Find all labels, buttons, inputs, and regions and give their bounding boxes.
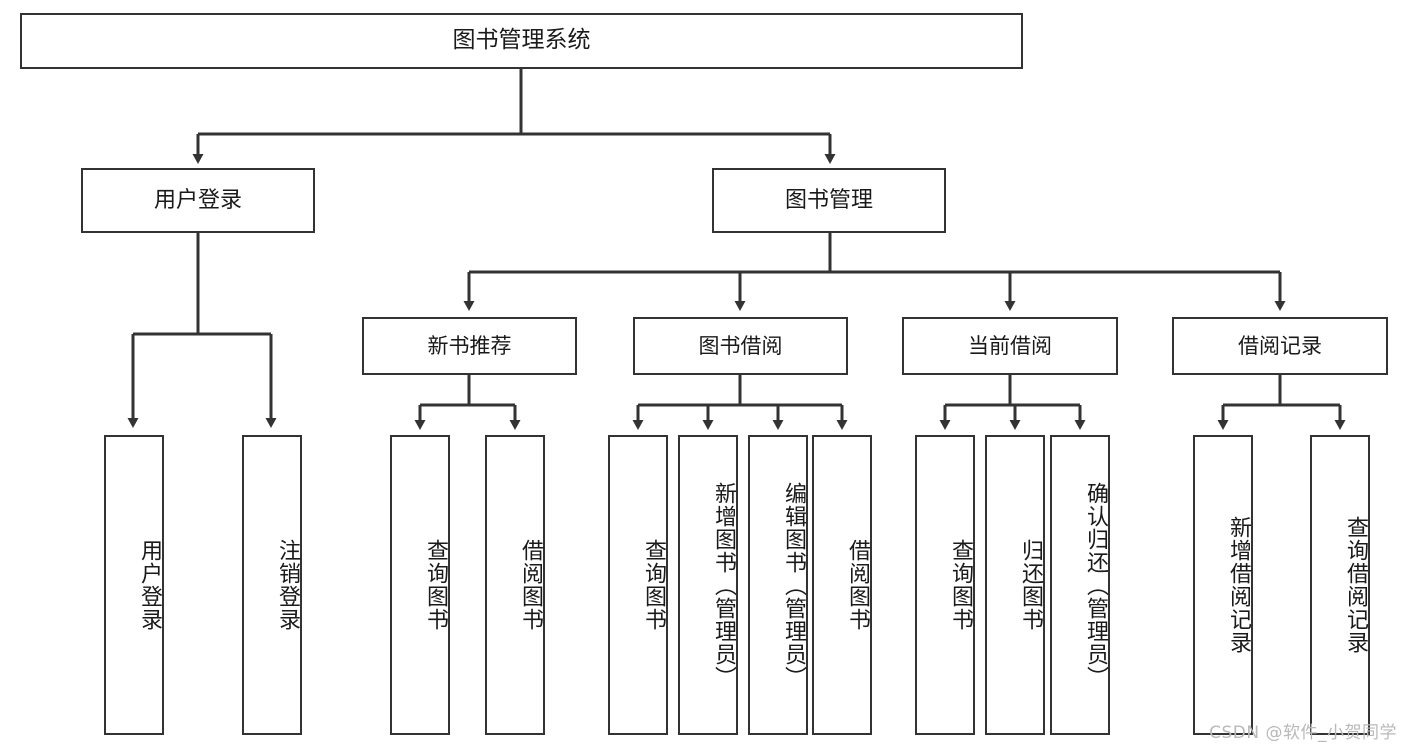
node-current-borrow[interactable]: 当前借阅 <box>902 317 1118 375</box>
leaf-query-book-2[interactable]: 查询图书 <box>608 435 668 735</box>
leaf-logout-label: 注销登录 <box>275 539 300 631</box>
leaf-query-book-3[interactable]: 查询图书 <box>915 435 975 735</box>
leaf-borrow-book-1[interactable]: 借阅图书 <box>485 435 545 735</box>
leaf-borrow-book-1-label: 借阅图书 <box>518 539 543 631</box>
leaf-query-record[interactable]: 查询借阅记录 <box>1310 435 1370 735</box>
leaf-borrow-book-2[interactable]: 借阅图书 <box>812 435 872 735</box>
leaf-add-record[interactable]: 新增借阅记录 <box>1193 435 1253 735</box>
leaf-edit-book-label: 编辑图书（管理员） <box>781 481 806 689</box>
node-book-management[interactable]: 图书管理 <box>712 168 946 233</box>
node-root-label: 图书管理系统 <box>452 27 591 54</box>
node-book-management-label: 图书管理 <box>784 187 873 213</box>
leaf-query-book-3-label: 查询图书 <box>948 539 973 631</box>
node-borrow-record[interactable]: 借阅记录 <box>1172 317 1388 375</box>
leaf-query-book-1[interactable]: 查询图书 <box>390 435 450 735</box>
leaf-query-book-2-label: 查询图书 <box>641 539 666 631</box>
leaf-add-book-label: 新增图书（管理员） <box>711 481 736 689</box>
leaf-edit-book[interactable]: 编辑图书（管理员） <box>748 435 808 735</box>
node-current-borrow-label: 当前借阅 <box>968 333 1052 358</box>
node-book-borrow-label: 图书借阅 <box>698 333 783 358</box>
node-borrow-record-label: 借阅记录 <box>1238 333 1322 358</box>
leaf-confirm-return-label: 确认归还（管理员） <box>1083 481 1108 689</box>
leaf-borrow-book-2-label: 借阅图书 <box>845 539 870 631</box>
leaf-logout[interactable]: 注销登录 <box>242 435 302 735</box>
leaf-query-book-1-label: 查询图书 <box>423 539 448 631</box>
leaf-return-book-label: 归还图书 <box>1018 539 1043 631</box>
watermark: CSDN @软件_小贺同学 <box>1209 723 1397 743</box>
leaf-query-record-label: 查询借阅记录 <box>1343 516 1368 654</box>
node-root[interactable]: 图书管理系统 <box>20 13 1023 69</box>
leaf-add-record-label: 新增借阅记录 <box>1226 516 1251 654</box>
leaf-user-login-label: 用户登录 <box>137 539 162 631</box>
leaf-add-book[interactable]: 新增图书（管理员） <box>678 435 738 735</box>
node-user-login[interactable]: 用户登录 <box>81 168 315 233</box>
node-new-book-recommend[interactable]: 新书推荐 <box>362 317 577 375</box>
node-new-book-recommend-label: 新书推荐 <box>427 333 512 358</box>
leaf-return-book[interactable]: 归还图书 <box>985 435 1045 735</box>
leaf-user-login[interactable]: 用户登录 <box>104 435 164 735</box>
leaf-confirm-return[interactable]: 确认归还（管理员） <box>1050 435 1110 735</box>
node-user-login-label: 用户登录 <box>153 187 242 213</box>
node-book-borrow[interactable]: 图书借阅 <box>633 317 848 375</box>
